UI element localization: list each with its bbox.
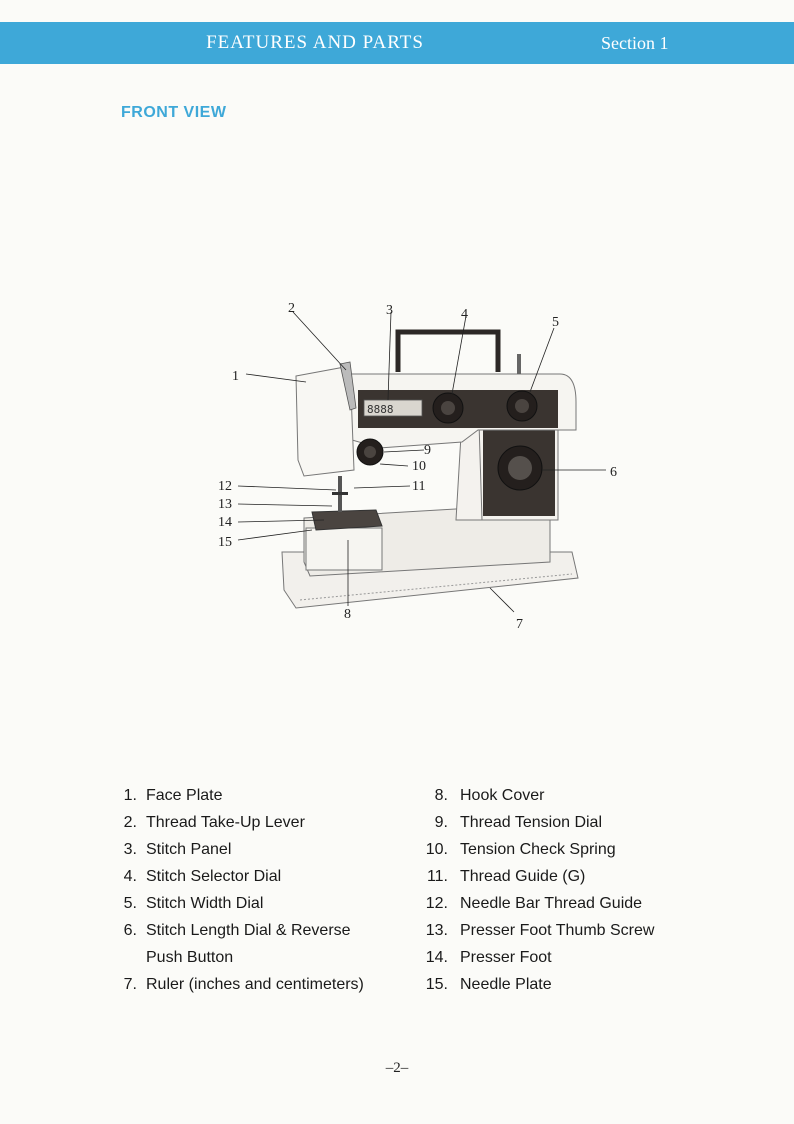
callout-6: 6: [610, 465, 617, 480]
item-label: Tension Check Spring: [460, 841, 616, 858]
carry-handle: [395, 329, 501, 372]
list-item: 12. Needle Bar Thread Guide: [418, 890, 718, 917]
item-label: Thread Take-Up Lever: [146, 814, 305, 831]
callout-4: 4: [461, 307, 468, 322]
callout-10: 10: [412, 459, 426, 474]
list-item: 13. Presser Foot Thumb Screw: [418, 917, 718, 944]
callout-12: 12: [218, 479, 232, 494]
callout-3: 3: [386, 303, 393, 318]
item-label: Hook Cover: [460, 787, 545, 804]
parts-list-right: 8. Hook Cover 9. Thread Tension Dial 10. Te…: [418, 782, 718, 998]
list-item: 2. Thread Take-Up Lever: [104, 809, 404, 836]
callout-13: 13: [218, 497, 232, 512]
stitch-panel: [363, 399, 423, 417]
sewing-machine-illustration: 8888 1 2 3 4 5 6 7 8 9 10 11: [218, 301, 617, 632]
callout-2: 2: [288, 301, 295, 316]
callout-9: 9: [424, 443, 431, 458]
page-header: FEATURES AND PARTS Section 1: [0, 22, 794, 64]
item-number: 10.: [425, 841, 448, 858]
item-number: 11.: [426, 868, 448, 885]
item-number: 6.: [123, 922, 137, 939]
item-label: Ruler (inches and centimeters): [146, 976, 364, 993]
list-item: 7. Ruler (inches and centimeters): [104, 971, 404, 998]
list-item: 9. Thread Tension Dial: [418, 809, 718, 836]
item-number: 13.: [425, 922, 448, 939]
item-number: 1.: [123, 787, 137, 804]
callout-8: 8: [344, 607, 351, 622]
list-item: 15. Needle Plate: [418, 971, 718, 998]
list-item: 3. Stitch Panel: [104, 836, 404, 863]
list-item: 11. Thread Guide (G): [418, 863, 718, 890]
callout-15: 15: [218, 535, 232, 550]
front-view-heading: FRONT VIEW: [121, 104, 227, 121]
item-number: 5.: [123, 895, 137, 912]
item-number: 15.: [425, 976, 448, 993]
item-label: Presser Foot: [460, 949, 552, 966]
item-label: Thread Tension Dial: [460, 814, 603, 831]
item-number: 12.: [425, 895, 448, 912]
callout-5: 5: [552, 315, 559, 330]
page-number: –2–: [385, 1060, 409, 1076]
callout-1: 1: [232, 369, 239, 384]
parts-list-left: 1. Face Plate 2. Thread Take-Up Lever 3. St…: [104, 782, 404, 998]
item-number: 9.: [434, 814, 448, 831]
item-label: Stitch Length Dial & Reverse: [146, 922, 351, 939]
item-number: [104, 944, 137, 971]
item-label: Presser Foot Thumb Screw: [460, 922, 655, 939]
needle-plate: [311, 509, 383, 531]
list-item: 6. Stitch Length Dial & Reverse: [104, 917, 404, 944]
callout-7: 7: [516, 617, 523, 632]
list-item: 10. Tension Check Spring: [418, 836, 718, 863]
callout-14: 14: [218, 515, 232, 530]
list-item: 14. Presser Foot: [418, 944, 718, 971]
list-item-continuation: Push Button: [104, 944, 404, 971]
hook-cover: [305, 527, 383, 571]
take-up-lever: [339, 361, 357, 411]
callout-11: 11: [412, 479, 425, 494]
stitch-panel-text: 8888: [367, 403, 394, 416]
item-number: 8.: [434, 787, 448, 804]
item-number: 14.: [425, 949, 448, 966]
item-label: Thread Guide (G): [460, 868, 586, 885]
list-item: 8. Hook Cover: [418, 782, 718, 809]
item-number: 4.: [123, 868, 137, 885]
item-label: Needle Plate: [460, 976, 552, 993]
item-label: Push Button: [146, 949, 234, 966]
item-label: Stitch Panel: [146, 841, 232, 858]
list-item: 1. Face Plate: [104, 782, 404, 809]
item-label: Stitch Selector Dial: [146, 868, 282, 885]
list-item: 4. Stitch Selector Dial: [104, 863, 404, 890]
item-label: Stitch Width Dial: [146, 895, 264, 912]
item-number: 3.: [123, 841, 137, 858]
item-label: Needle Bar Thread Guide: [460, 895, 643, 912]
item-label: Face Plate: [146, 787, 223, 804]
item-number: 2.: [123, 814, 137, 831]
header-title: FEATURES AND PARTS: [206, 32, 424, 53]
section-label: Section 1: [601, 33, 669, 53]
item-number: 7.: [123, 976, 137, 993]
list-item: 5. Stitch Width Dial: [104, 890, 404, 917]
